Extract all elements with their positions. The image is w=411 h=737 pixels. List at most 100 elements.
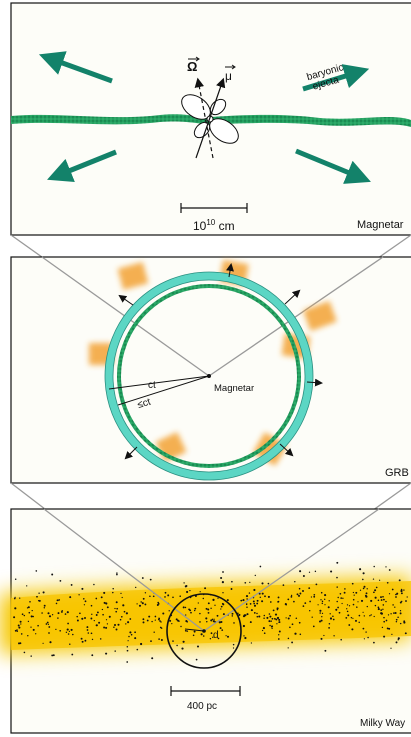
star xyxy=(105,626,108,629)
star xyxy=(61,610,63,612)
star xyxy=(37,600,40,602)
star xyxy=(14,629,17,632)
star xyxy=(312,625,315,628)
star xyxy=(332,618,335,621)
star xyxy=(231,580,233,583)
star xyxy=(136,603,138,605)
center-magnetar-label: Magnetar xyxy=(214,383,254,394)
star xyxy=(232,643,235,646)
star xyxy=(115,628,118,631)
star xyxy=(202,635,205,637)
panel-grb: ct ≤ct Magnetar GRB xyxy=(10,256,411,484)
le-ct-label: ≤ct xyxy=(136,397,152,411)
star xyxy=(351,628,354,631)
star xyxy=(190,611,192,614)
star xyxy=(338,611,341,614)
star xyxy=(76,619,79,622)
radius-le-ct xyxy=(117,375,210,406)
star xyxy=(358,614,361,617)
star xyxy=(386,627,389,630)
star xyxy=(309,610,311,612)
radius-ct xyxy=(108,375,210,390)
star xyxy=(70,583,73,586)
star xyxy=(337,596,339,599)
star xyxy=(140,642,143,646)
star xyxy=(23,614,26,617)
star xyxy=(346,608,348,610)
star xyxy=(336,600,338,603)
rotation-axis xyxy=(194,77,214,159)
star xyxy=(47,612,50,615)
star xyxy=(405,600,407,602)
star xyxy=(275,618,278,621)
star xyxy=(27,606,30,609)
star xyxy=(256,615,259,618)
star xyxy=(123,610,126,613)
star xyxy=(248,592,251,594)
star xyxy=(399,610,402,612)
star xyxy=(302,605,305,607)
star xyxy=(270,625,273,628)
star xyxy=(399,622,402,625)
star xyxy=(336,586,338,588)
star xyxy=(216,614,219,617)
star xyxy=(19,597,21,599)
star xyxy=(373,641,375,644)
star xyxy=(19,620,22,623)
star xyxy=(263,617,265,620)
star xyxy=(382,608,384,610)
star xyxy=(38,592,40,594)
star xyxy=(399,612,402,615)
star xyxy=(363,638,366,640)
star xyxy=(184,606,187,609)
star xyxy=(330,570,333,573)
star xyxy=(206,621,208,623)
star xyxy=(210,632,213,635)
star xyxy=(68,630,71,633)
star xyxy=(141,577,144,579)
star xyxy=(194,607,197,610)
star xyxy=(195,658,198,661)
star xyxy=(259,596,262,599)
star xyxy=(354,619,358,622)
panel-magnetar: baryonic ejecta Ω μ 1010 cm xyxy=(10,2,411,236)
star xyxy=(78,594,80,596)
ejecta-arrow-upper-right xyxy=(302,64,370,92)
star xyxy=(394,606,396,608)
star xyxy=(23,651,26,654)
star xyxy=(93,583,95,586)
star xyxy=(365,595,368,598)
star xyxy=(130,633,133,636)
star xyxy=(35,633,37,635)
star xyxy=(125,612,128,615)
star xyxy=(167,594,170,597)
star xyxy=(403,620,406,623)
star xyxy=(274,613,278,616)
star xyxy=(304,602,307,604)
star xyxy=(258,615,261,618)
outer-shell-edge-inner xyxy=(112,279,306,473)
star xyxy=(207,608,210,611)
ejecta-arrow-lower-right xyxy=(295,148,371,184)
star xyxy=(138,604,142,607)
star xyxy=(244,614,247,617)
star xyxy=(276,623,278,625)
star xyxy=(14,607,17,610)
star xyxy=(362,627,365,630)
star xyxy=(98,621,101,624)
star xyxy=(26,607,29,609)
star xyxy=(103,601,106,604)
star xyxy=(357,601,359,603)
star xyxy=(380,596,382,599)
star xyxy=(311,616,313,618)
star xyxy=(346,604,349,606)
star xyxy=(366,605,368,608)
star xyxy=(395,620,398,623)
star xyxy=(51,614,54,616)
star xyxy=(348,605,351,607)
star xyxy=(159,626,162,629)
star xyxy=(284,603,287,606)
star xyxy=(220,608,222,610)
star xyxy=(17,624,20,627)
star xyxy=(263,632,266,635)
